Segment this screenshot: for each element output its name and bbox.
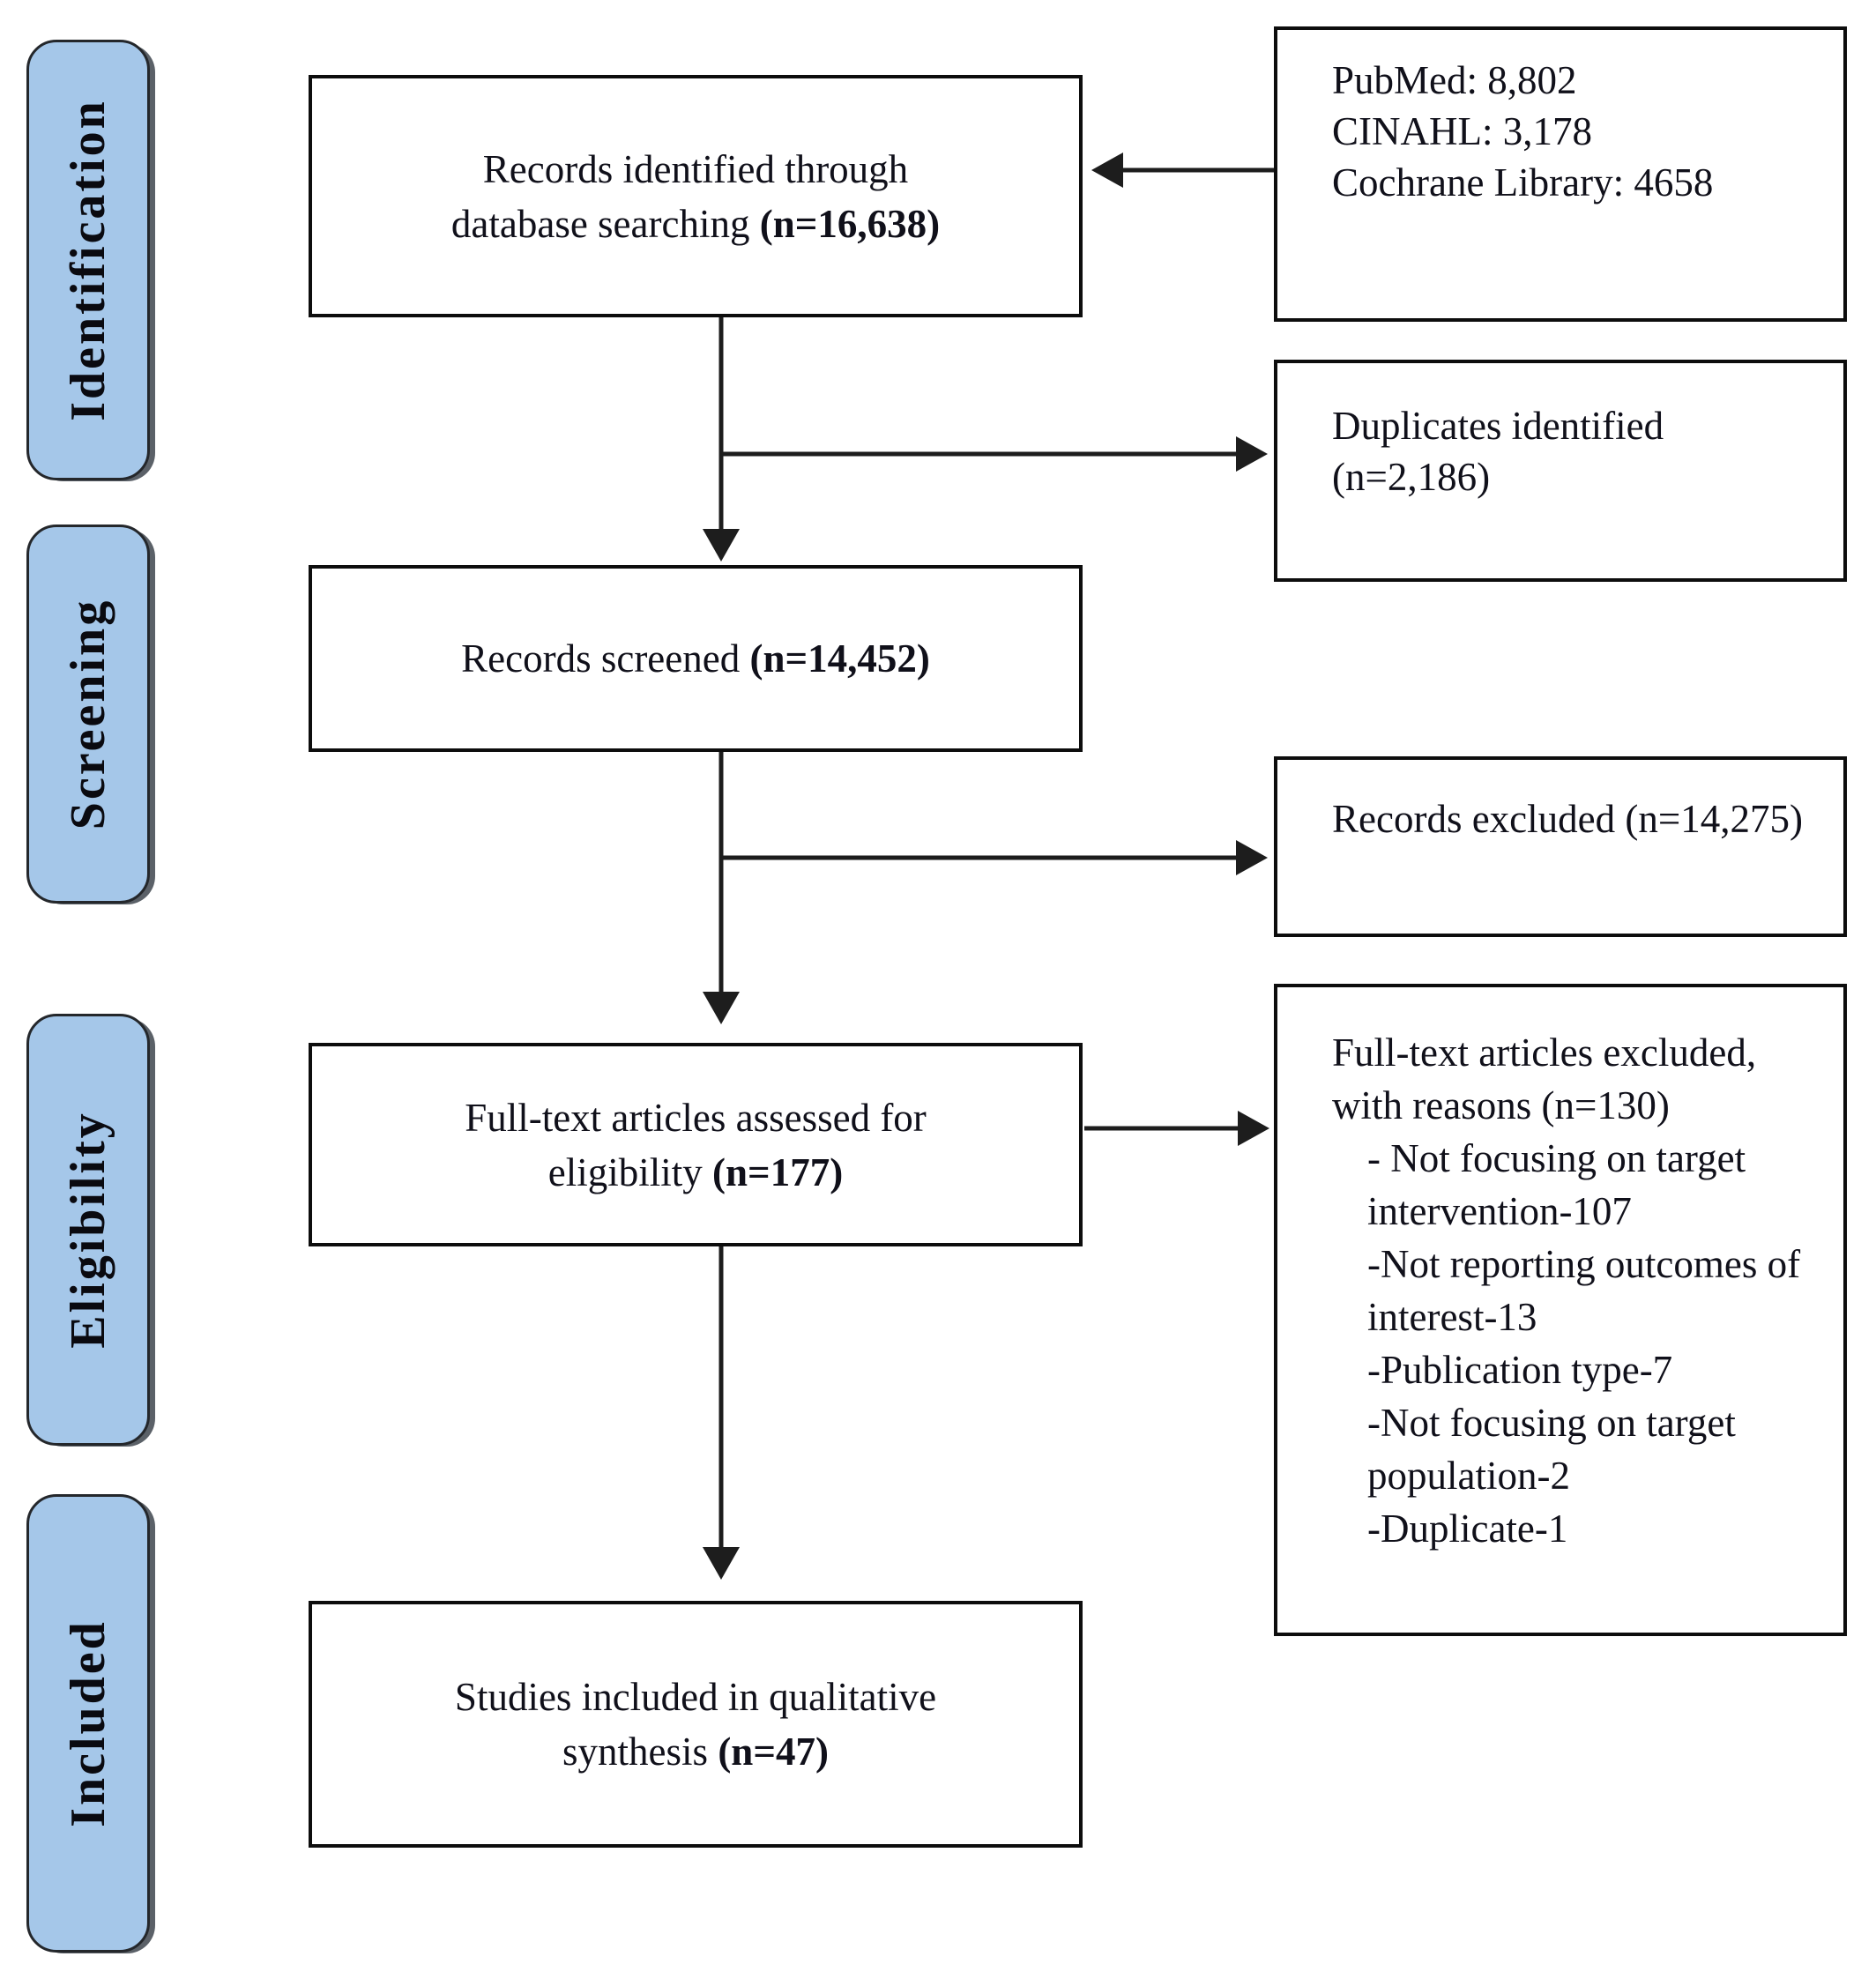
count-n: (n=14,452) xyxy=(749,636,930,681)
arrow-fulltext-to-reasons xyxy=(1084,1111,1269,1146)
box-text: Records screened (n=14,452) xyxy=(461,636,930,681)
list-item: -Duplicate-1 xyxy=(1367,1507,1568,1551)
exclusion-reason-list: - Not focusing on target intervention-10… xyxy=(1332,1132,1828,1555)
stage-label: Identification xyxy=(61,99,115,421)
box-text: Studies included in qualitative synthesi… xyxy=(454,1675,937,1774)
list-item: PubMed: 8,802 xyxy=(1332,58,1577,102)
arrow-screened-to-fulltext xyxy=(703,750,740,1024)
box-records-screened: Records screened (n=14,452) xyxy=(309,565,1083,752)
box-fulltext-assessed: Full-text articles assessed for eligibil… xyxy=(309,1043,1083,1246)
arrow-databases-to-identified xyxy=(1091,153,1274,188)
box-records-identified: Records identified through database sear… xyxy=(309,75,1083,317)
list-item: -Not focusing on target population-2 xyxy=(1367,1401,1736,1498)
stage-screening: Screening xyxy=(26,525,150,904)
list-item: -Publication type-7 xyxy=(1367,1348,1673,1392)
stage-label: Screening xyxy=(61,598,115,830)
list-item: - Not focusing on target intervention-10… xyxy=(1367,1136,1746,1233)
list-item: CINAHL: 3,178 xyxy=(1332,109,1592,153)
box-text: Full-text articles assessed for eligibil… xyxy=(465,1095,927,1194)
stage-identification: Identification xyxy=(26,40,150,480)
box-text: Duplicates identified (n=2,186) xyxy=(1332,404,1664,499)
arrow-branch-to-duplicates xyxy=(721,436,1268,472)
arrow-identified-to-screened xyxy=(703,316,740,562)
count-n: (n=16,638) xyxy=(759,201,941,246)
box-studies-included: Studies included in qualitative synthesi… xyxy=(309,1601,1083,1848)
count-n: (n=47) xyxy=(718,1730,829,1774)
exclusion-intro: Full-text articles excluded, with reason… xyxy=(1332,1030,1757,1127)
count-n: (n=177) xyxy=(712,1149,844,1194)
box-text: Records identified through database sear… xyxy=(450,146,941,246)
stage-included: Included xyxy=(26,1494,150,1953)
box-fulltext-excluded-reasons: Full-text articles excluded, with reason… xyxy=(1274,984,1847,1636)
stage-eligibility: Eligibility xyxy=(26,1014,150,1446)
arrow-branch-to-excluded xyxy=(721,840,1268,875)
box-duplicates-identified: Duplicates identified (n=2,186) xyxy=(1274,360,1847,582)
arrow-fulltext-to-studies xyxy=(703,1245,740,1580)
stage-label: Included xyxy=(61,1619,116,1827)
list-item: -Not reporting outcomes of interest-13 xyxy=(1367,1242,1801,1339)
list-item: Cochrane Library: 4658 xyxy=(1332,160,1714,205)
stage-label: Eligibility xyxy=(61,1111,115,1349)
box-records-excluded: Records excluded (n=14,275) xyxy=(1274,756,1847,937)
box-text: Records excluded (n=14,275) xyxy=(1332,797,1803,841)
